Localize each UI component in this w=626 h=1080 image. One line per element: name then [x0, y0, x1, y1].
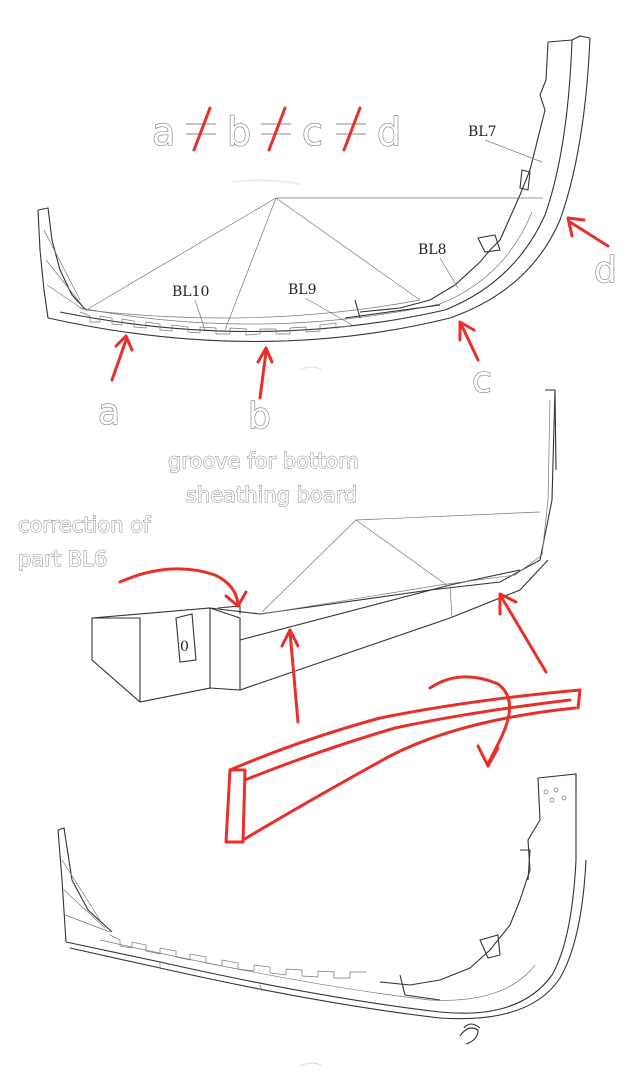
groove-arrow-left — [280, 628, 300, 724]
middle-keel-on-building-board: 0 — [91, 389, 557, 703]
not-equal-sign-3 — [336, 106, 366, 152]
inequality-equation: a b c d — [151, 106, 402, 155]
bottom-assembled-keel — [57, 773, 587, 1045]
groove-text-line2: sheathing board — [186, 483, 357, 507]
arrow-b — [256, 346, 274, 400]
not-equal-sign-1 — [186, 106, 216, 152]
correction-text-line1: correction of — [18, 513, 151, 537]
label-a: a — [98, 392, 120, 433]
label-b: b — [248, 396, 271, 437]
label-bl10: BL10 — [172, 284, 209, 300]
arrow-c — [458, 320, 480, 362]
eq-a: a — [152, 110, 175, 154]
label-bl8: BL8 — [418, 242, 447, 258]
correction-text-line2: part BL6 — [18, 547, 107, 571]
label-bl7: BL7 — [468, 124, 497, 140]
eq-d: d — [377, 110, 401, 154]
sheathing-board-sketch — [224, 675, 582, 844]
arrow-d — [566, 216, 610, 248]
groove-arrow-right — [498, 592, 548, 674]
eq-b: b — [227, 110, 251, 154]
label-bl9: BL9 — [288, 282, 317, 298]
eq-c: c — [302, 110, 323, 154]
label-small-o: 0 — [180, 639, 189, 655]
label-c: c — [472, 360, 492, 401]
arrow-a — [110, 334, 134, 382]
correction-arrow — [118, 567, 248, 608]
label-d: d — [594, 250, 617, 291]
groove-text-line1: groove for bottom — [168, 449, 359, 473]
smudge-marks — [231, 179, 323, 1067]
not-equal-sign-2 — [261, 106, 291, 152]
top-keel-drawing: BL7 BL8 BL9 BL10 — [37, 35, 591, 342]
